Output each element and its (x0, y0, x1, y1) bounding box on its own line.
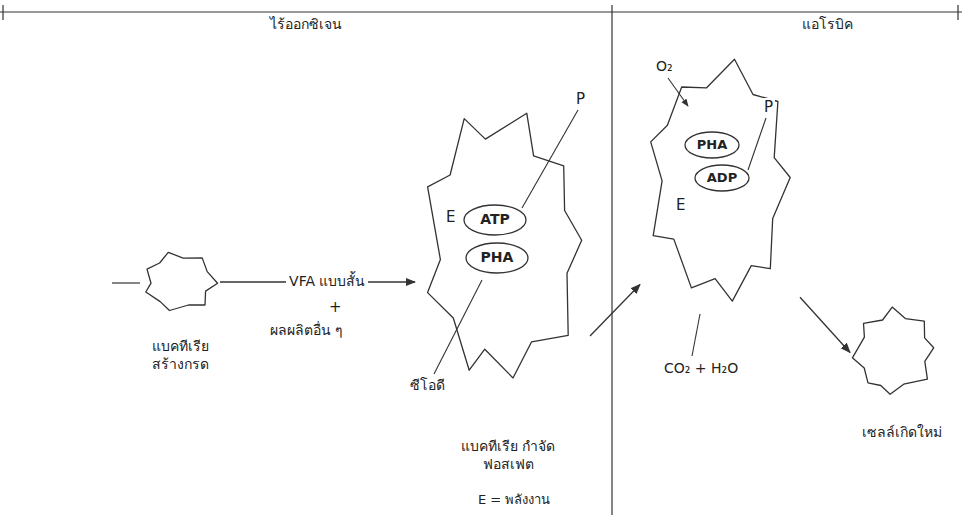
ellipse-shape (464, 205, 526, 235)
plus-sign: + (327, 298, 344, 317)
cell-label: แบคทีเรีย สร้างกรด (138, 338, 222, 373)
leader-arrow (668, 78, 688, 106)
zone-heading: แอโรบิค (800, 16, 855, 34)
acid-bacterium-cell: แบคทีเรีย สร้างกรด (140, 248, 220, 316)
frame-top-line (0, 11, 962, 12)
cell-outline (850, 305, 940, 400)
atp-ellipse: ATP (463, 204, 527, 236)
ellipse-label: PHA (697, 137, 727, 153)
ellipse-label: ADP (707, 170, 737, 186)
ellipse-shape (685, 132, 739, 158)
product-label: ผลผลิตอื่น ๆ (268, 322, 345, 340)
phosphate-label: P (762, 98, 775, 117)
cell-outline (140, 248, 220, 316)
leader-line (748, 118, 766, 170)
leader-line (434, 280, 482, 374)
cell-outline-path (852, 307, 933, 394)
pao-bacterium-cell: Eแบคทีเรีย กำจัดฟอสเฟตATPPHA (415, 100, 590, 395)
input-line (112, 282, 140, 283)
flow-arrow (590, 285, 640, 337)
cell-outline-path (428, 113, 582, 378)
ellipse-label: ATP (480, 211, 510, 229)
phosphate-label: P (574, 90, 587, 109)
cell-label: E (446, 208, 455, 227)
cell-outline-path (146, 252, 218, 310)
cell-label: แบคทีเรีย กำจัดฟอสเฟต (452, 438, 564, 473)
flow-arrow (800, 297, 850, 352)
oxygen-label: O₂ (654, 58, 675, 76)
pha-ellipse: PHA (465, 242, 529, 274)
cell-outline-path (651, 59, 791, 301)
frame-tick (957, 5, 958, 20)
energy-note: E = พลังงาน (476, 492, 552, 508)
leader-line (522, 110, 578, 208)
ellipse-shape (466, 243, 528, 273)
zone-heading: ไร้ออกซิเจน (268, 16, 344, 34)
pha-ellipse: PHA (684, 131, 740, 159)
cell-label: เซลล์เกิดใหม่ (862, 424, 942, 442)
ellipse-label: PHA (481, 249, 514, 267)
zone-divider (611, 5, 612, 515)
cell-label: E (676, 196, 685, 215)
leader-line (692, 314, 700, 356)
new-cell: เซลล์เกิดใหม่ (850, 305, 940, 400)
adp-ellipse: ADP (694, 164, 750, 192)
product-label: CO₂ + H₂O (662, 360, 740, 378)
aerobic-bacterium-cell: E PHA ADP (640, 55, 800, 310)
frame-tick (2, 5, 3, 20)
ellipse-shape (695, 165, 749, 191)
edge-label: VFA แบบสั้น (286, 273, 368, 291)
cod-label: ซีโอดี (408, 377, 447, 395)
